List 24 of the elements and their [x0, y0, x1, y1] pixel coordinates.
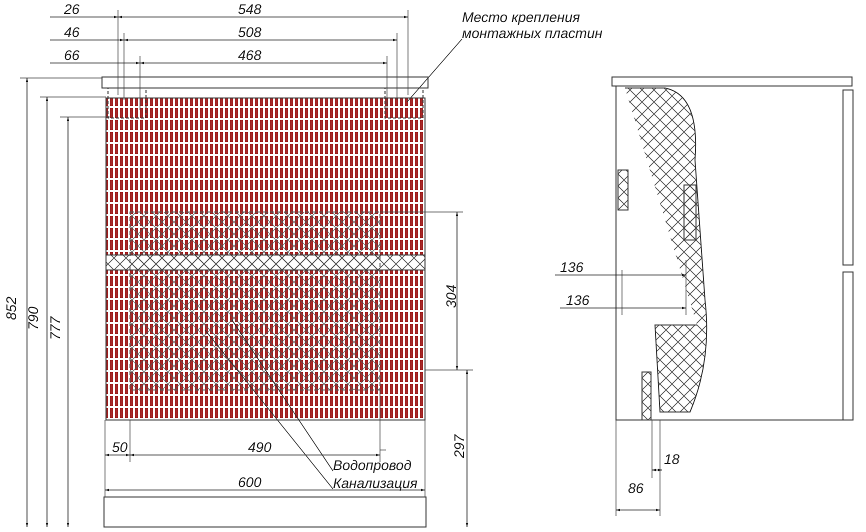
leader-line [204, 330, 334, 490]
dimension-value: 548 [238, 2, 262, 17]
dimension-value: 86 [628, 481, 644, 496]
dimension-value: 600 [238, 475, 262, 490]
callout-text: Место крепления монтажных пластин [462, 9, 632, 41]
dimension-value: 508 [238, 25, 262, 40]
dimension-value: 50 [112, 440, 128, 455]
dimension-value: 46 [64, 25, 80, 40]
dimension-value: 777 [48, 316, 63, 340]
dimension-value: 66 [64, 48, 80, 63]
dimension-value: 490 [248, 440, 272, 455]
callout-text: Канализация [333, 475, 453, 491]
dimension-value: 136 [560, 260, 584, 275]
dimension-value: 468 [238, 48, 262, 63]
dimension-value: 26 [64, 2, 80, 17]
dimension-value: 136 [566, 293, 590, 308]
dimension-value: 297 [452, 434, 467, 458]
dimension-value: 304 [444, 284, 459, 308]
leader-line [406, 38, 462, 102]
leader-line [232, 320, 334, 472]
dimension-value: 790 [26, 306, 41, 330]
dimension-value: 18 [664, 452, 680, 467]
dimension-value: 852 [4, 296, 19, 320]
callout-text: Водопровод [333, 457, 453, 473]
